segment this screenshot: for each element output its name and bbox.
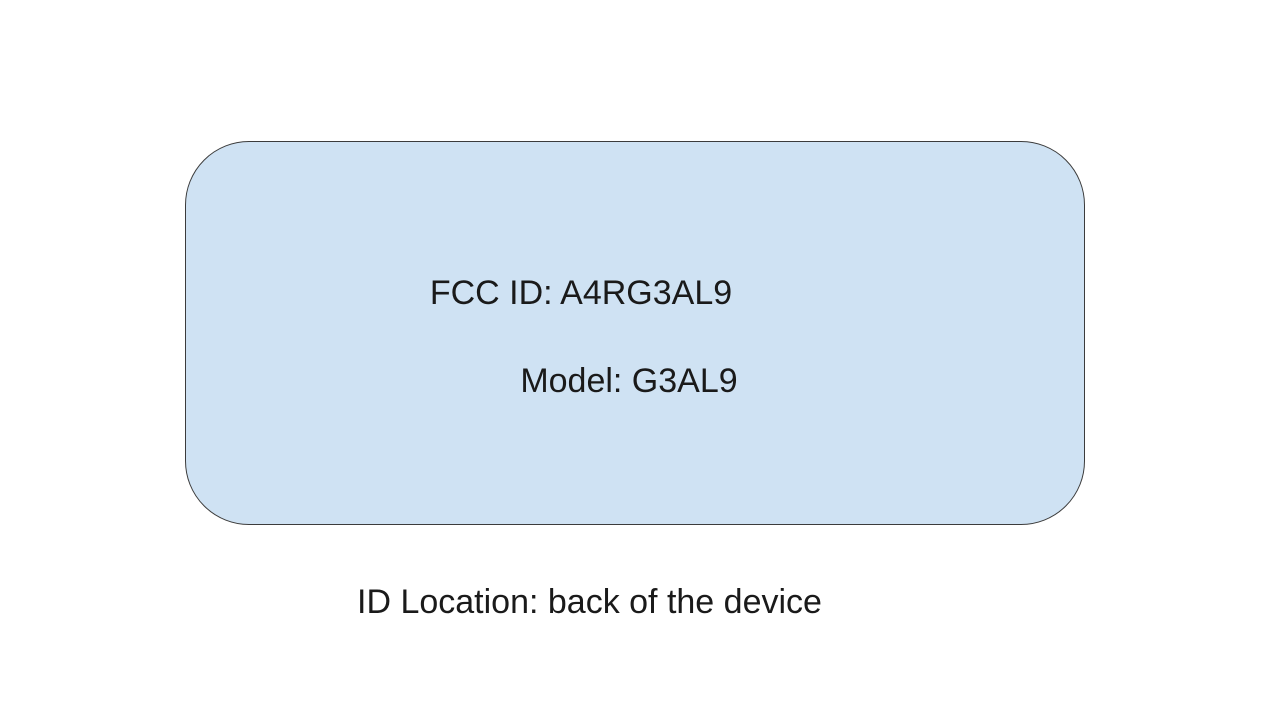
fcc-id-text: FCC ID: A4RG3AL9	[429, 274, 733, 312]
device-label-box: FCC ID: A4RG3AL9 Model: G3AL9	[185, 141, 1085, 525]
model-text: Model: G3AL9	[520, 362, 738, 400]
id-location-caption: ID Location: back of the device	[357, 583, 822, 621]
